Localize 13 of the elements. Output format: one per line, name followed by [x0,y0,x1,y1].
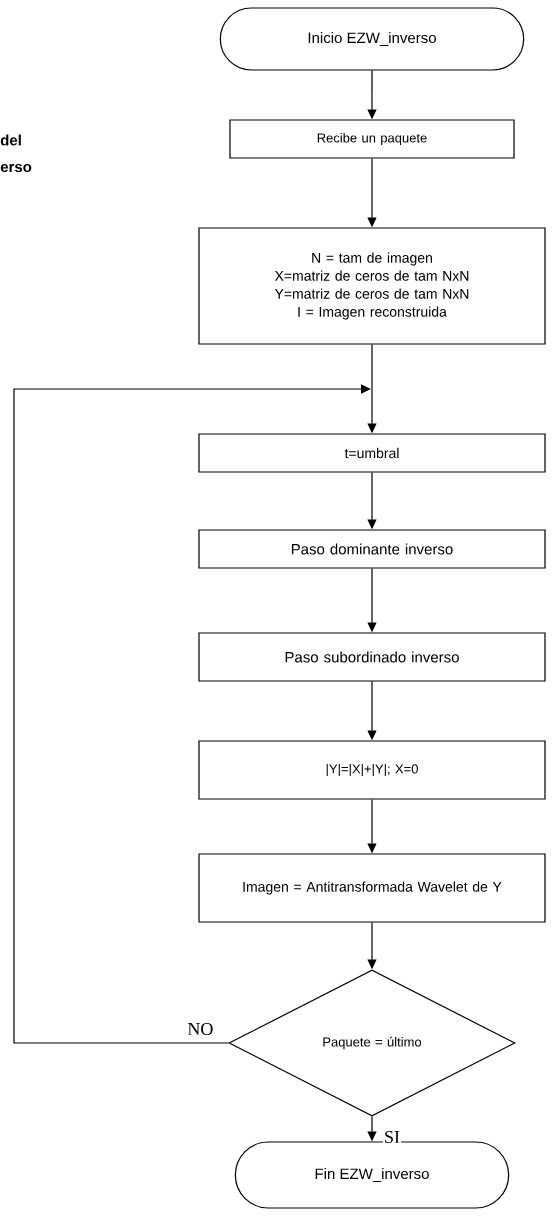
terminal: Inicio EZW_inverso [219,7,525,71]
edge-label: NO [186,1021,215,1037]
process-box: N = tam de imagen X=matriz de ceros de tam NxN Y=matriz de ceros de tam NxN I = Imagen reconstruida [198,227,546,345]
caption-text: del [0,134,21,146]
process-box: Paso subordinado inverso [198,632,546,682]
process-box: Recibe un paquete [229,119,515,159]
process-box: |Y|=|X|+|Y|; X=0 [198,740,546,800]
process-box: Imagen = Antitransformada Wavelet de Y [198,853,546,923]
edge-label: SI [383,1129,401,1145]
process-box: t=umbral [198,433,546,473]
caption-text: erso [0,163,32,173]
arrow [13,384,371,1044]
process-box: Paso dominante inverso [198,529,546,569]
